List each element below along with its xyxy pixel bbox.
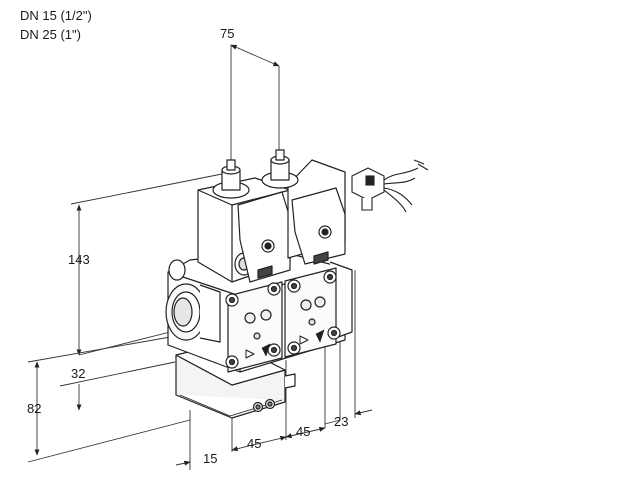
dimension-lines [27,44,373,470]
connector-plug [351,159,429,213]
dim-total-height: 82 [27,401,42,416]
dim-spacing-left: 45 [247,436,262,451]
dim-top-width: 75 [220,26,235,41]
dim-height: 143 [68,252,90,267]
dim-side-depth: 23 [334,414,349,429]
size-label-dn15: DN 15 (1/2") [20,8,92,23]
dim-lower-height: 32 [71,366,86,381]
dim-offset: 15 [203,451,218,466]
size-label-dn25: DN 25 (1") [20,27,81,42]
dim-spacing-right: 45 [296,424,311,439]
valve-body [165,149,353,419]
